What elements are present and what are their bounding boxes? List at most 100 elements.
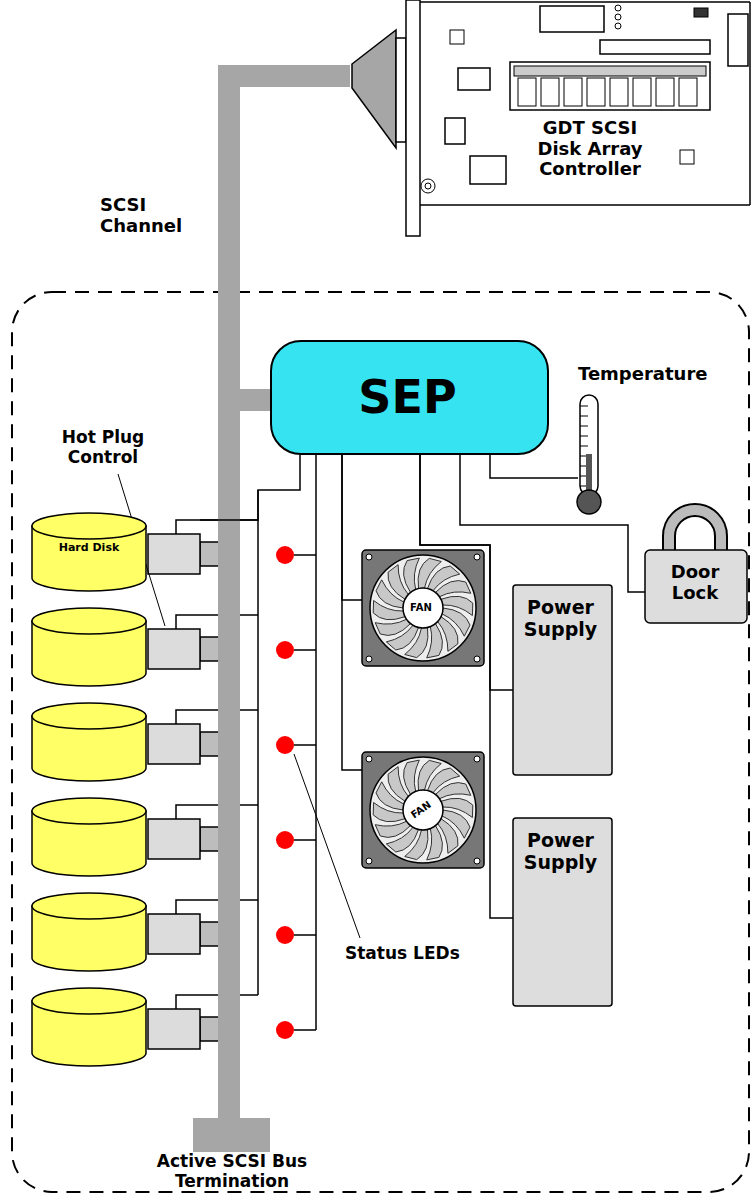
control-line xyxy=(460,455,645,592)
bus-label-box: SCSI Channel xyxy=(100,195,210,236)
drawn-rect xyxy=(510,62,710,110)
drawn-rect xyxy=(656,78,674,106)
drawn-path xyxy=(420,2,750,205)
node-text: SEP xyxy=(270,371,545,424)
node-text: Temperature xyxy=(578,364,746,385)
drawn-rect xyxy=(200,637,220,661)
control-line xyxy=(342,455,362,770)
drawn-line xyxy=(580,436,588,437)
temperature-sensor: Temperature xyxy=(578,364,750,516)
drawn-g xyxy=(362,550,484,666)
drawn-rect xyxy=(148,819,200,859)
drawn-circle xyxy=(474,858,480,864)
drawn-use xyxy=(32,703,146,781)
control-line xyxy=(342,455,362,600)
drawn-g xyxy=(513,818,612,1006)
drawn-circle xyxy=(276,1021,294,1039)
node-text: FAN xyxy=(362,602,480,614)
bus-terminator xyxy=(193,1118,270,1152)
drawn-rect xyxy=(564,78,582,106)
scsi-bus xyxy=(218,390,240,1120)
drawn-path xyxy=(294,1029,316,1031)
drawn-path xyxy=(294,744,316,746)
drawn-path xyxy=(176,520,258,534)
bus-label: SCSI Channel xyxy=(100,195,210,236)
drawn-path xyxy=(441,798,473,817)
controller-card: GDT SCSI Disk Array Controller xyxy=(350,0,752,240)
node-text: Door Lock xyxy=(645,562,745,603)
drawn-rect xyxy=(200,1017,220,1041)
drawn-rect xyxy=(362,752,484,868)
drawn-path xyxy=(176,805,258,819)
drawn-path xyxy=(176,995,258,1009)
callout-label: Status LEDs xyxy=(345,944,495,964)
leader-line xyxy=(118,474,360,938)
drawn-rect xyxy=(610,78,628,106)
drawn-line xyxy=(580,416,588,417)
drawn-rect xyxy=(200,542,220,566)
drawn-rect xyxy=(200,922,220,946)
drawn-circle xyxy=(276,736,294,754)
drawn-rect xyxy=(396,38,406,142)
drawn-circle xyxy=(425,183,431,189)
drawn-circle xyxy=(366,656,372,662)
drawn-path xyxy=(436,783,471,799)
node-text: Power Supply xyxy=(513,597,608,641)
drawn-circle xyxy=(577,490,601,514)
drawn-circle xyxy=(615,14,621,20)
status-led xyxy=(276,546,294,1039)
drawn-use xyxy=(32,798,146,876)
node-text: GDT SCSI Disk Array Controller xyxy=(525,118,655,180)
drawn-g xyxy=(577,395,601,514)
power-supply: Power Supply xyxy=(513,585,612,775)
drawn-line xyxy=(580,406,588,407)
callout-label-box: Hot Plug Control xyxy=(48,428,158,467)
drawn-rect xyxy=(513,585,612,775)
control-line xyxy=(490,455,578,478)
drawn-circle xyxy=(421,179,435,193)
drawn-rect xyxy=(679,78,697,106)
drawn-g xyxy=(645,510,747,623)
drawn-path xyxy=(669,510,721,556)
drawn-rect xyxy=(148,724,200,764)
callout-label-box: Status LEDs xyxy=(345,944,495,964)
drawn-rect xyxy=(148,1009,200,1049)
hot-plug-box xyxy=(148,534,220,1049)
drawn-path xyxy=(294,649,316,651)
drawn-path xyxy=(427,624,443,658)
drawn-path xyxy=(294,554,316,556)
drawn-path xyxy=(375,619,410,635)
drawn-rect xyxy=(541,78,559,106)
drawn-circle xyxy=(474,656,480,662)
drawn-g xyxy=(271,341,548,454)
drawn-rect xyxy=(600,40,710,54)
drawn-path xyxy=(257,490,259,995)
drawn-rect xyxy=(200,732,220,756)
drawn-rect xyxy=(645,550,747,623)
drawn-rect xyxy=(200,827,220,851)
power-supply: Power Supply xyxy=(513,818,612,1006)
drawn-rect xyxy=(728,14,748,66)
drawn-circle xyxy=(615,23,621,29)
temperature-sensor-shape xyxy=(578,364,750,516)
drawn-path xyxy=(441,596,473,615)
hard-disk-symbol xyxy=(32,608,146,1066)
drawn-path xyxy=(436,581,471,597)
drawn-rect xyxy=(148,914,200,954)
control-line xyxy=(200,455,300,520)
fan: FAN xyxy=(362,752,484,868)
drawn-line xyxy=(580,446,588,447)
drawn-path xyxy=(176,710,258,724)
callout-label: Hot Plug Control xyxy=(48,428,158,467)
drawn-circle xyxy=(474,554,480,560)
terminator-label: Active SCSI Bus Termination xyxy=(112,1152,352,1191)
drawn-circle xyxy=(276,641,294,659)
drawn-circle xyxy=(366,756,372,762)
drawn-rect xyxy=(518,78,536,106)
drawn-circle xyxy=(370,757,476,863)
fan: FAN xyxy=(362,550,484,666)
terminator-label-box: Active SCSI Bus Termination xyxy=(112,1152,352,1191)
drawn-g xyxy=(513,585,612,775)
drawn-rect xyxy=(148,629,200,669)
